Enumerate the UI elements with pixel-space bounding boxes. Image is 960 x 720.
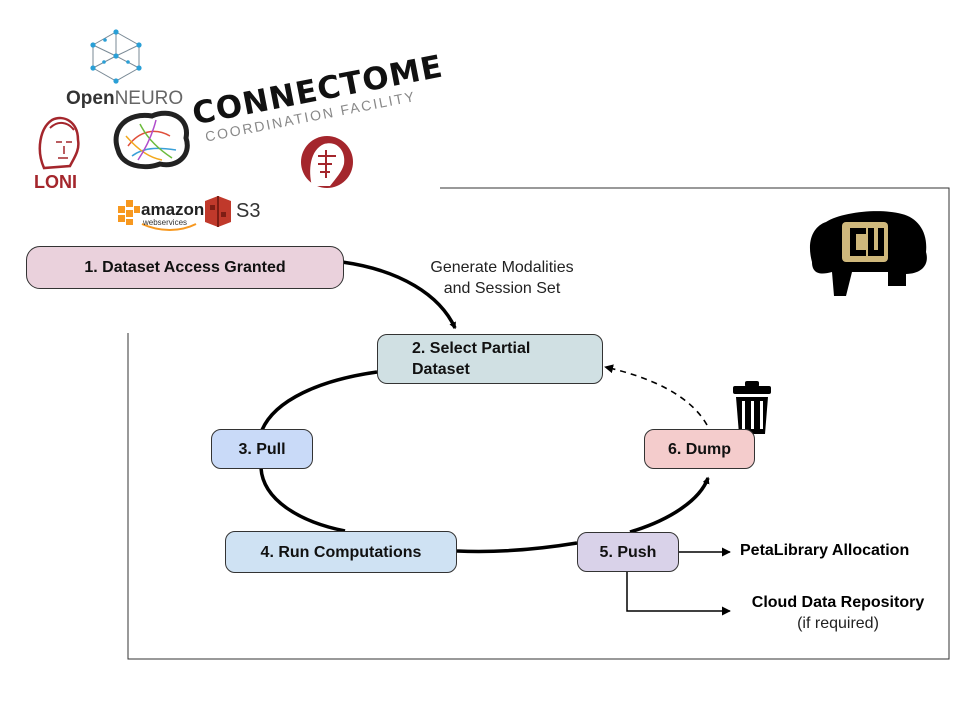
cycle-arc-push-to-dump: [629, 476, 710, 534]
cu-buffalo-logo: [809, 211, 927, 296]
loni-head-icon: [38, 116, 80, 170]
circuit-head-icon: [301, 136, 353, 188]
arrow-to-cloud: [626, 572, 731, 616]
output-cloud-data-repository: Cloud Data Repository (if required): [734, 592, 942, 634]
amazon-sub: webservices: [143, 218, 188, 227]
amazon-smile-icon: [141, 223, 197, 231]
step-run-computations: 4. Run Computations: [225, 531, 457, 573]
cycle-arc-run-to-push: [456, 541, 578, 554]
amazon-logo-text: amazon webservices: [141, 201, 204, 227]
openneuro-network-icon: [90, 29, 142, 84]
step-select-partial-dataset: 2. Select Partial Dataset: [377, 334, 603, 384]
openneuro-prefix: Open: [66, 88, 115, 109]
cloud-note: (if required): [797, 615, 879, 632]
s3-logo-text: S3: [236, 200, 261, 222]
openneuro-logo-text: OpenNEURO: [66, 88, 183, 110]
s3-bucket-icon: [205, 196, 231, 227]
step-push: 5. Push: [577, 532, 679, 572]
cycle-arc-pull-to-run: [259, 467, 346, 533]
step-dump: 6. Dump: [644, 429, 755, 469]
annotation-generate-modalities: Generate Modalities and Session Set: [412, 257, 592, 299]
step-dataset-access-granted: 1. Dataset Access Granted: [26, 246, 344, 289]
aws-cubes-icon: [118, 200, 140, 225]
cloud-label: Cloud Data Repository: [751, 594, 925, 611]
arrow-access-to-select: [341, 260, 457, 330]
output-petalibrary-allocation: PetaLibrary Allocation: [740, 542, 910, 559]
annotation-line2: and Session Set: [443, 280, 561, 297]
annotation-line1: Generate Modalities: [430, 259, 574, 276]
amazon-word: amazon: [141, 200, 205, 219]
trash-icon: [733, 381, 771, 434]
openneuro-suffix: NEURO: [114, 88, 184, 109]
loni-logo-text: LONI: [34, 172, 77, 192]
step-pull: 3. Pull: [211, 429, 313, 469]
brain-connectome-icon: [113, 110, 190, 170]
cycle-arc-select-to-pull: [260, 370, 378, 431]
dashed-arrow-dump-to-select: [604, 364, 708, 426]
frame-border: [127, 187, 950, 660]
